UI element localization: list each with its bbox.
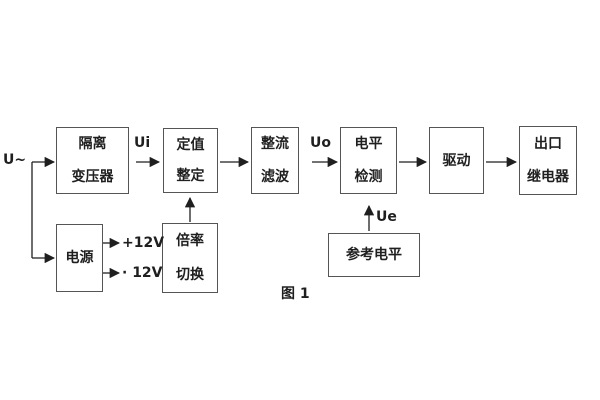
input-signal-label: U~ (3, 152, 27, 168)
plus-12v-label: +12V (122, 235, 165, 251)
ue-signal-label: Ue (376, 209, 397, 225)
block-label: 出口 (534, 135, 562, 152)
block-rectifier-filter: 整流 滤波 (251, 127, 299, 194)
block-reference-level: 参考电平 (328, 233, 420, 277)
block-label: 切换 (176, 267, 204, 283)
block-level-detection: 电平 检测 (340, 127, 397, 194)
block-isolation-transformer: 隔离 变压器 (56, 127, 129, 194)
block-power-supply: 电源 (56, 224, 103, 292)
block-label: 参考电平 (346, 247, 402, 263)
block-label: 变压器 (71, 168, 114, 185)
block-label: 电源 (65, 250, 94, 266)
block-label: 定值 (176, 136, 205, 153)
ui-signal-label: Ui (134, 135, 151, 151)
block-label: 整定 (176, 168, 205, 185)
block-ratio-switch: 倍率 切换 (162, 223, 218, 293)
block-output-relay: 出口 继电器 (519, 126, 577, 195)
block-label: 整流 (261, 136, 289, 153)
block-label: 驱动 (442, 152, 471, 169)
uo-signal-label: Uo (310, 135, 331, 151)
block-label: 隔离 (78, 136, 107, 153)
figure-caption: 图 1 (281, 286, 310, 302)
block-label: 继电器 (527, 169, 569, 186)
block-label: 滤波 (261, 168, 289, 185)
block-label: 检测 (354, 168, 383, 185)
minus-12v-label: · 12V (122, 265, 163, 281)
block-setpoint-setting: 定值 整定 (163, 128, 218, 193)
block-driver: 驱动 (429, 127, 484, 194)
block-label: 电平 (354, 136, 383, 153)
block-label: 倍率 (176, 233, 204, 249)
